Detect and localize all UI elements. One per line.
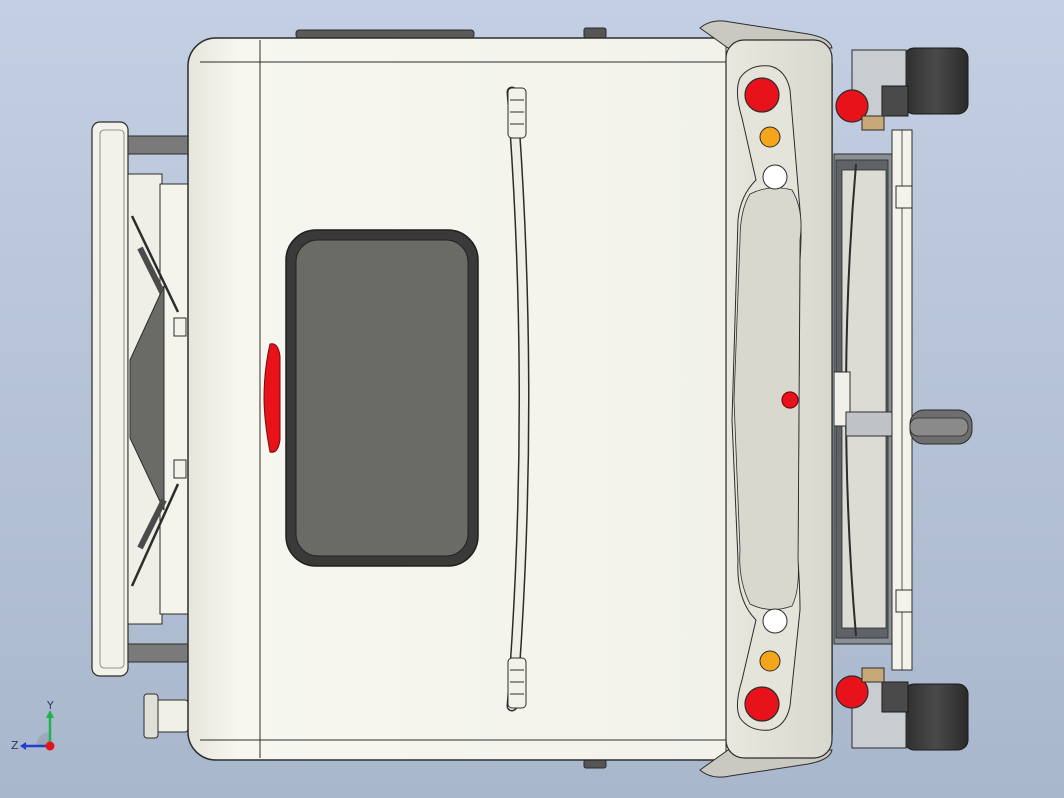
indicator-top	[759, 126, 781, 148]
rack-frame-outer	[91, 121, 129, 677]
reverse-light-top	[762, 164, 788, 190]
y-axis-label: Y	[46, 700, 54, 712]
hub-top	[881, 85, 909, 117]
spring-bottom	[861, 667, 885, 683]
tire-bottom	[903, 683, 969, 751]
latch-arm	[845, 411, 895, 437]
bracket-lower	[173, 459, 187, 479]
rack-panel-right	[159, 183, 191, 615]
rack-rail-bottom	[127, 643, 189, 663]
roof-rail[interactable]	[506, 86, 530, 712]
rear-bumper[interactable]	[699, 20, 833, 778]
wheel-bottom[interactable]	[835, 667, 969, 751]
x-axis-dot	[45, 741, 55, 751]
reverse-light-bottom	[762, 608, 788, 634]
reflector-center	[781, 391, 799, 409]
strut-upper-shaft	[137, 246, 165, 294]
rail-end-top	[507, 87, 527, 139]
spring-top	[861, 115, 885, 131]
lamp-top-chassis	[835, 89, 869, 123]
indicator-bottom	[759, 650, 781, 672]
z-axis-arrow	[20, 742, 26, 750]
y-axis-arrow	[46, 710, 54, 718]
rail-end-bottom	[507, 657, 527, 709]
rear-chassis[interactable]	[833, 129, 973, 671]
axis-triad: Y Z	[11, 700, 55, 752]
tail-light-bottom	[744, 686, 780, 722]
wheel-top[interactable]	[835, 47, 969, 131]
top-vent	[295, 29, 475, 39]
rack-gray-wedge	[129, 285, 165, 511]
tailgate-step-bottom	[895, 589, 913, 613]
strut-lower-shaft	[137, 498, 167, 550]
z-axis-label: Z	[11, 739, 19, 752]
spare-wheel-hub	[909, 417, 969, 437]
hitch[interactable]	[143, 693, 189, 739]
hitch-cap	[143, 693, 159, 739]
tire-top	[903, 47, 969, 115]
left-rack[interactable]	[91, 121, 191, 677]
tail-light-top	[744, 77, 780, 113]
hub-bottom	[881, 681, 909, 713]
strut-lower	[130, 483, 180, 587]
rack-rail-top	[127, 135, 189, 155]
rail-inner	[508, 88, 528, 710]
rear-window[interactable]	[285, 229, 479, 567]
lamp-bottom-chassis	[835, 675, 869, 709]
tailgate-step-top	[895, 185, 913, 209]
rack-frame-inner	[99, 129, 125, 669]
plate-recess	[733, 187, 802, 610]
bottom-clip	[583, 759, 607, 769]
triad-quarter-disc	[36, 732, 50, 746]
bracket-upper	[173, 317, 187, 337]
strut-upper	[130, 215, 180, 313]
side-marker-light	[263, 343, 281, 453]
window-glass	[295, 239, 469, 557]
top-clip	[583, 27, 607, 39]
